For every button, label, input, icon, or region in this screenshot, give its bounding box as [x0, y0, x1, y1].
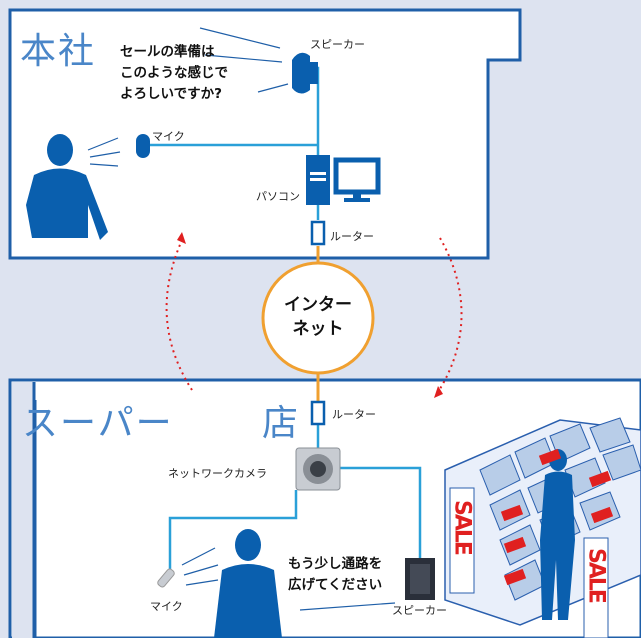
voice-lines: [87, 137, 121, 167]
camera-label: ネットワークカメラ: [168, 467, 267, 480]
shelf-display: [444, 417, 641, 638]
head-office-speech: セールの準備は このような感じで よろしいですか?: [120, 42, 228, 105]
upload-arrow: [165, 239, 193, 391]
internet-line-1: インター: [284, 295, 352, 315]
supermarket-speaker-icon: [405, 558, 435, 600]
supermarket-title: スーパー: [22, 403, 174, 444]
supermarket-router-icon: [310, 400, 326, 426]
supermarket-mic-label: マイク: [150, 600, 183, 613]
store-title: 店: [262, 403, 301, 444]
internet-line-2: ネット: [292, 319, 344, 339]
head-office-speaker-icon: [292, 52, 318, 94]
supermarket-router-label: ルーター: [332, 408, 376, 421]
supermarket-speaker-label: スピーカー: [392, 604, 447, 617]
head-office-person-icon: [26, 134, 108, 240]
internet-circle: [261, 261, 375, 375]
supermarket-speech: もう少し通路を 広げてください: [288, 554, 382, 596]
speech-line: セールの準備は: [120, 44, 215, 60]
head-office-router-label: ルーター: [330, 230, 374, 243]
head-office-speaker-label: スピーカー: [310, 38, 365, 51]
network-camera-icon: [295, 447, 341, 491]
head-office-panel: [8, 8, 522, 260]
speech-line: よろしいですか?: [120, 86, 222, 102]
pc-icon: [306, 155, 381, 205]
pc-label: パソコン: [256, 190, 300, 203]
sale-banner-left: SALE: [450, 500, 475, 555]
head-office-router-icon: [310, 220, 326, 246]
speech-line: このような感じで: [120, 65, 228, 81]
sale-banner-right: SALE: [584, 548, 609, 603]
head-office-mic-label: マイク: [152, 130, 185, 143]
head-office-title: 本社: [20, 31, 97, 72]
internet-label: インター ネット: [268, 293, 368, 341]
supermarket-mic-icon: [157, 568, 175, 588]
download-arrow: [437, 237, 463, 393]
speech-line: 広げてください: [288, 577, 383, 593]
supermarket-cables: [168, 424, 422, 570]
supermarket-person-icon: [214, 529, 282, 638]
speech-line: もう少し通路を: [288, 556, 383, 572]
head-office-mic-icon: [136, 134, 150, 158]
